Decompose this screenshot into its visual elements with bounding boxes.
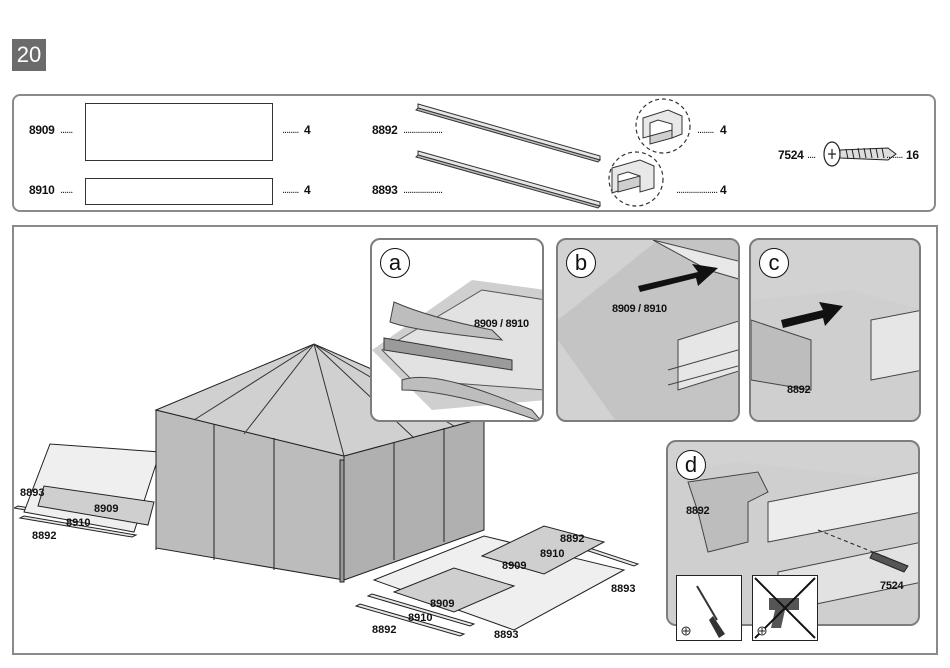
- label-bottom-8892: 8892: [372, 624, 396, 636]
- part-8892-code: 8892: [372, 123, 398, 137]
- label-bottom-8910: 8910: [408, 612, 432, 624]
- label-right-8892: 8892: [560, 533, 584, 545]
- detail-a-label: 8909 / 8910: [474, 318, 529, 330]
- part-8909-qty-dots: ........: [282, 124, 298, 136]
- label-left-8893: 8893: [20, 487, 44, 499]
- part-8892-qty: 4: [720, 123, 726, 137]
- detail-d-marker: d: [676, 450, 706, 480]
- part-8910-qty: 4: [304, 183, 310, 197]
- label-left-8910: 8910: [66, 517, 90, 529]
- step-number: 20: [12, 39, 46, 71]
- detail-b-marker: b: [566, 248, 596, 278]
- label-bottom-8893: 8893: [494, 629, 518, 641]
- panel-8910-icon: [85, 178, 273, 205]
- detail-a-panel: a 8909 / 8910: [370, 238, 544, 422]
- part-8893-code: 8893: [372, 183, 398, 197]
- detail-a-marker: a: [380, 248, 410, 278]
- label-left-8909: 8909: [94, 503, 118, 515]
- label-right-8910: 8910: [540, 548, 564, 560]
- label-bottom-8909: 8909: [430, 598, 454, 610]
- part-8909-code: 8909: [29, 123, 55, 137]
- detail-c-panel: c 8892: [749, 238, 921, 422]
- label-left-8892: 8892: [32, 530, 56, 542]
- part-7524-code: 7524: [778, 148, 804, 162]
- part-8910-qty-dots: ........: [282, 184, 298, 196]
- detail-d-label-7524: 7524: [880, 580, 903, 592]
- part-8910-code: 8910: [29, 183, 55, 197]
- screwdriver-icon: [676, 575, 742, 641]
- detail-d-label-8892: 8892: [686, 505, 709, 517]
- part-7524-qty-dots: ........: [886, 149, 902, 161]
- part-7524-qty: 16: [906, 148, 919, 162]
- part-8910-dots: ......: [60, 184, 72, 196]
- part-8909-dots: ......: [60, 124, 72, 136]
- no-power-drill-icon: [752, 575, 818, 641]
- detail-c-marker: c: [759, 248, 789, 278]
- label-right-8909: 8909: [502, 560, 526, 572]
- detail-b-panel: b 8909 / 8910: [556, 238, 740, 422]
- profile-rails-icon: [410, 96, 710, 212]
- panel-8909-icon: [85, 103, 273, 161]
- label-right-8893: 8893: [611, 583, 635, 595]
- part-8909-qty: 4: [304, 123, 310, 137]
- detail-c-label: 8892: [787, 384, 810, 396]
- part-7524-dots: ....: [807, 149, 815, 161]
- detail-b-label: 8909 / 8910: [612, 303, 667, 315]
- part-8893-qty: 4: [720, 183, 726, 197]
